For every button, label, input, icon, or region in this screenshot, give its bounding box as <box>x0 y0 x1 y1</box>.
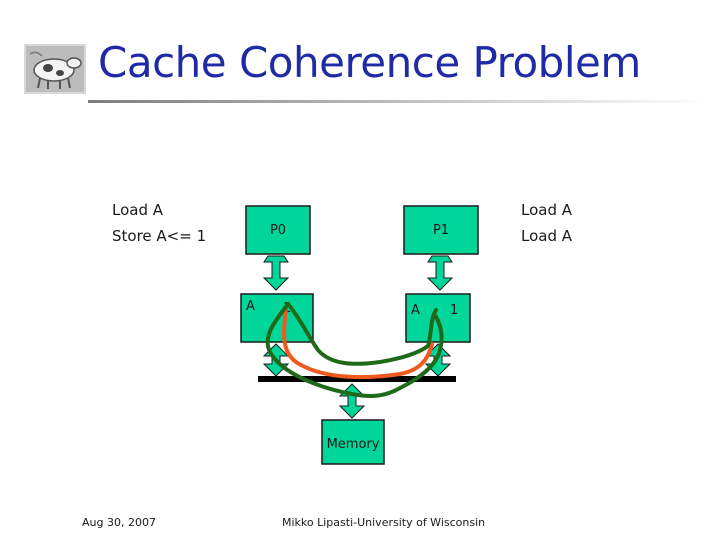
p1-label: P1 <box>433 223 449 238</box>
slide-title: Cache Coherence Problem <box>98 38 641 87</box>
p0-label: P0 <box>270 223 286 238</box>
p0-cache-arrow <box>262 255 290 291</box>
memory-bus-arrow <box>338 383 366 419</box>
processor-p0: P0 <box>245 205 311 255</box>
p0-cache-tag: A <box>246 299 255 314</box>
p1-instruction: Load A <box>521 201 573 219</box>
footer-credit: Mikko Lipasti-University of Wisconsin <box>282 516 486 529</box>
p0-program: Load A Store A<= 1 <box>112 197 206 249</box>
p0-instruction: Store A<= 1 <box>112 227 207 245</box>
processor-p1: P1 <box>403 205 479 255</box>
memory-label: Memory <box>327 437 380 452</box>
title-underline <box>88 100 708 103</box>
p1-cache-value: 1 <box>450 303 458 318</box>
p1-cache-arrow <box>426 255 454 291</box>
p0-instruction: Load A <box>112 201 164 219</box>
p0-red-path <box>282 306 434 380</box>
p1-green-path <box>286 302 438 366</box>
p1-green-path <box>265 302 444 398</box>
p1-instruction: Load A <box>521 227 573 245</box>
cow-logo-icon <box>24 44 86 94</box>
memory: Memory <box>321 419 385 465</box>
p1-cache-tag: A <box>411 303 420 318</box>
footer-date: Aug 30, 2007 <box>82 516 156 529</box>
p1-program: Load A Load A <box>521 197 572 249</box>
